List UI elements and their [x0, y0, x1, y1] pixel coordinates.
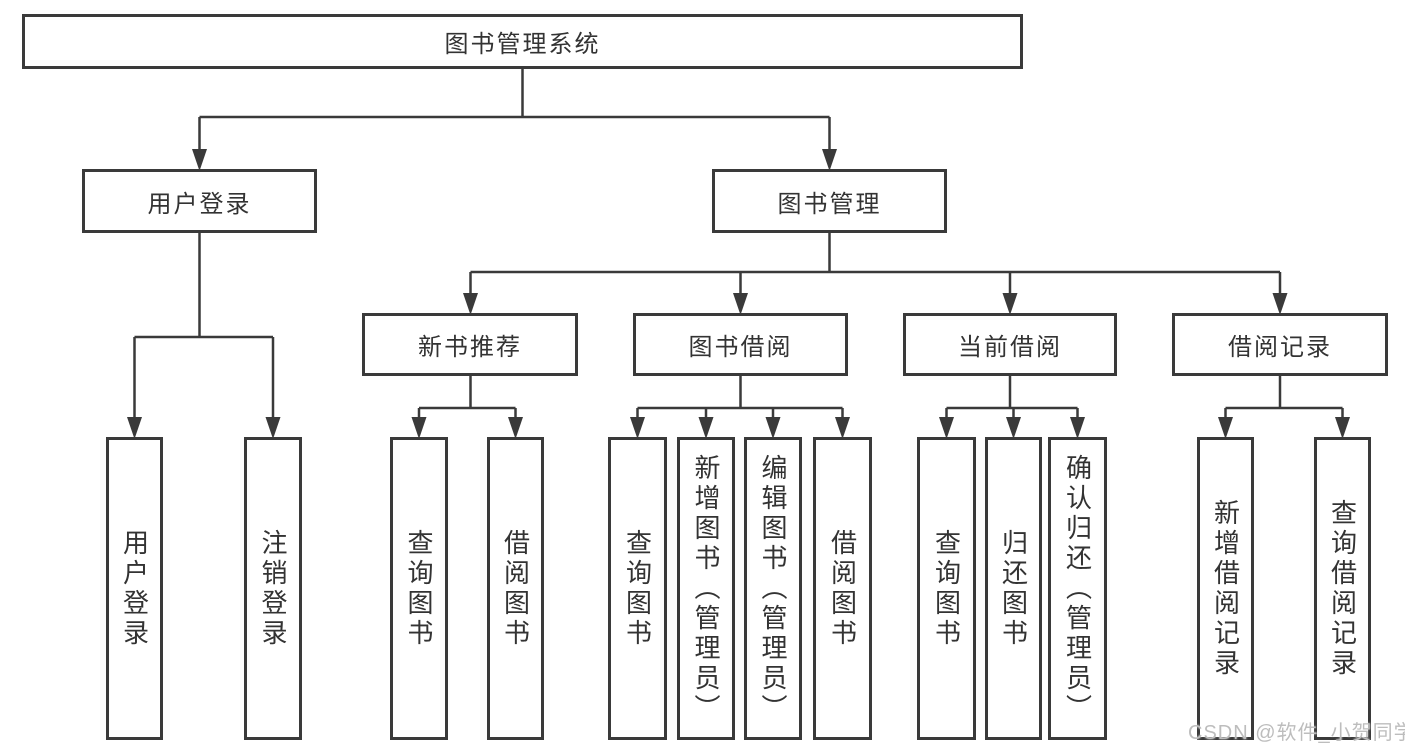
- leaf-label: 注销登录: [258, 528, 288, 649]
- arrow-down-icon: [1002, 293, 1018, 315]
- node-label: 用户登录: [147, 190, 252, 218]
- node-borrowing-records: 借阅记录: [1172, 313, 1388, 376]
- leaf-label: 查询图书: [931, 528, 962, 649]
- arrow-down-icon: [698, 417, 714, 439]
- node-book-borrowing: 图书借阅: [633, 313, 848, 376]
- node-label: 图书管理系统: [444, 31, 601, 58]
- leaf-return-books: 归还图书: [985, 437, 1042, 740]
- leaf-borrow-books-recommend: 借阅图书: [487, 437, 544, 740]
- arrowhead-icons: [127, 149, 1350, 439]
- node-label: 新书推荐: [418, 334, 522, 361]
- node-label: 图书借阅: [688, 334, 793, 361]
- leaf-confirm-return-admin: 确认归还（管理员）: [1048, 437, 1107, 740]
- leaf-label: 查询借阅记录: [1327, 498, 1358, 679]
- leaf-user-login: 用户登录: [106, 437, 163, 740]
- arrow-down-icon: [1218, 417, 1233, 439]
- leaf-label: 确认归还（管理员）: [1062, 453, 1093, 724]
- arrow-down-icon: [192, 149, 207, 171]
- arrow-down-icon: [733, 293, 748, 315]
- leaf-label: 编辑图书（管理员）: [758, 453, 788, 724]
- connector-borrow-records-children: [1224, 376, 1344, 420]
- arrow-down-icon: [1006, 417, 1021, 439]
- arrow-down-icon: [822, 149, 837, 171]
- connector-current-borrowing-children: [945, 376, 1079, 420]
- node-label: 当前借阅: [958, 334, 1062, 361]
- leaf-label: 新增借阅记录: [1210, 498, 1241, 679]
- arrow-down-icon: [411, 417, 427, 439]
- leaf-query-books-current: 查询图书: [917, 437, 976, 740]
- arrow-down-icon: [765, 417, 781, 439]
- leaf-add-borrow-record: 新增借阅记录: [1197, 437, 1254, 740]
- leaf-query-books-recommend: 查询图书: [390, 437, 448, 740]
- leaf-logout: 注销登录: [244, 437, 302, 740]
- node-book-management: 图书管理: [712, 169, 947, 233]
- leaf-label: 借阅图书: [827, 528, 858, 649]
- node-current-borrowing: 当前借阅: [903, 313, 1117, 376]
- arrow-down-icon: [463, 293, 478, 315]
- arrow-down-icon: [1272, 293, 1288, 315]
- arrow-down-icon: [835, 417, 850, 439]
- connector-book-borrowing-children: [636, 376, 844, 420]
- leaf-label: 用户登录: [119, 528, 150, 649]
- leaf-add-books-admin: 新增图书（管理员）: [677, 437, 735, 740]
- arrow-down-icon: [127, 417, 142, 439]
- connector-new-book-children: [417, 376, 517, 420]
- node-label: 借阅记录: [1228, 334, 1332, 361]
- arrow-down-icon: [265, 417, 281, 439]
- leaf-label: 归还图书: [998, 528, 1029, 649]
- arrow-down-icon: [939, 417, 954, 439]
- arrow-down-icon: [1070, 417, 1085, 439]
- connector-book-management-children: [469, 233, 1282, 296]
- watermark: CSDN @软件_小贺同学: [1188, 722, 1405, 744]
- arrow-down-icon: [630, 417, 645, 439]
- node-library-management-system: 图书管理系统: [22, 14, 1023, 69]
- leaf-query-borrow-record: 查询借阅记录: [1314, 437, 1371, 740]
- node-user-login: 用户登录: [82, 169, 317, 233]
- connector-user-login-children: [133, 233, 275, 420]
- leaf-query-books-borrowing: 查询图书: [608, 437, 667, 740]
- leaf-borrow-books-borrowing: 借阅图书: [813, 437, 872, 740]
- node-new-book-recommendation: 新书推荐: [362, 313, 578, 376]
- leaf-label: 查询图书: [622, 528, 653, 649]
- leaf-edit-books-admin: 编辑图书（管理员）: [744, 437, 802, 740]
- leaf-label: 新增图书（管理员）: [691, 453, 721, 724]
- leaf-label: 查询图书: [404, 528, 434, 649]
- connector-root-to-level2: [198, 69, 831, 152]
- arrow-down-icon: [1335, 417, 1350, 439]
- node-label: 图书管理: [777, 190, 882, 218]
- arrow-down-icon: [508, 417, 523, 439]
- leaf-label: 借阅图书: [500, 528, 531, 649]
